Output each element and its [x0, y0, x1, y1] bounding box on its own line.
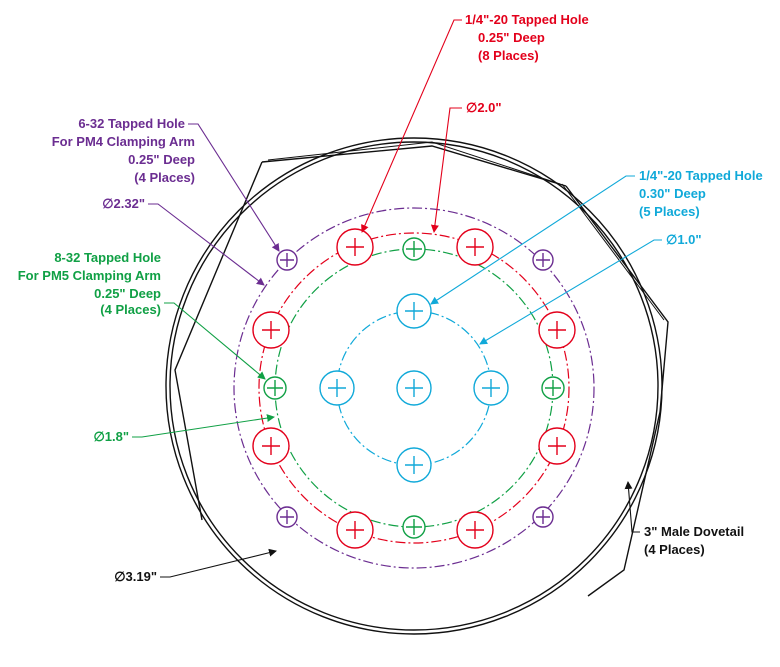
cyan-hole — [396, 447, 432, 483]
red-hole-leader — [361, 19, 462, 233]
green-hole-leader — [164, 302, 266, 380]
red-hole — [252, 427, 290, 465]
purple-dia-label: ∅2.32" — [102, 196, 145, 211]
red-dia-label: ∅2.0" — [466, 100, 502, 115]
green-hole — [402, 515, 426, 539]
cyan-dia-label: ∅1.0" — [666, 232, 702, 247]
cyan-hole-label: 1/4"-20 Tapped Hole 0.30" Deep (5 Places… — [639, 168, 763, 219]
red-hole — [252, 311, 290, 349]
green-dia-leader — [132, 414, 275, 438]
green-holes — [263, 237, 565, 539]
outer-dia-label: ∅3.19" — [114, 569, 157, 584]
dovetail-bottom-right — [587, 411, 661, 597]
green-hole-label-line2: For PM5 Clamping Arm — [18, 268, 161, 283]
purple-hole-label-line3: 0.25" Deep — [128, 152, 195, 167]
purple-hole — [532, 249, 554, 271]
purple-hole — [276, 249, 298, 271]
purple-holes — [276, 249, 554, 528]
dovetail-label-line2: (4 Places) — [644, 542, 705, 557]
red-holes — [252, 228, 576, 549]
red-hole — [538, 311, 576, 349]
cyan-hole — [319, 370, 355, 406]
green-hole-label-line3: 0.25" Deep — [94, 286, 161, 301]
cyan-hole — [396, 293, 432, 329]
purple-hole-label-line2: For PM4 Clamping Arm — [52, 134, 195, 149]
purple-hole-label: 6-32 Tapped Hole For PM4 Clamping Arm 0.… — [52, 116, 195, 185]
purple-dia-leader — [148, 203, 265, 286]
cyan-hole — [396, 370, 432, 406]
green-dia-label: ∅1.8" — [93, 429, 129, 444]
green-hole — [263, 376, 287, 400]
red-dia-leader — [430, 107, 462, 233]
dovetail-faces — [174, 141, 669, 597]
cyan-hole-leader — [430, 175, 635, 305]
red-hole — [456, 228, 494, 266]
cyan-hole-label-line3: (5 Places) — [639, 204, 700, 219]
cyan-hole-label-line2: 0.30" Deep — [639, 186, 706, 201]
dovetail-leader — [624, 481, 640, 533]
cyan-holes — [319, 293, 509, 483]
purple-hole — [532, 506, 554, 528]
red-hole-label-line1: 1/4"-20 Tapped Hole — [465, 12, 589, 27]
green-hole-label-line1: 8-32 Tapped Hole — [54, 250, 161, 265]
red-hole — [336, 511, 374, 549]
red-bolt-circle — [258, 232, 570, 544]
purple-hole-label-line4: (4 Places) — [134, 170, 195, 185]
green-hole — [402, 237, 426, 261]
red-hole-label-line2: 0.25" Deep — [478, 30, 545, 45]
dovetail-label-line1: 3" Male Dovetail — [644, 524, 744, 539]
dovetail-top-inner — [267, 141, 561, 185]
red-hole — [538, 427, 576, 465]
red-hole-label-line3: (8 Places) — [478, 48, 539, 63]
purple-hole-label-line1: 6-32 Tapped Hole — [78, 116, 185, 131]
outer-dia-leader — [160, 548, 277, 578]
green-hole-label-line4: (4 Places) — [100, 302, 161, 317]
red-hole-label: 1/4"-20 Tapped Hole 0.25" Deep (8 Places… — [465, 12, 589, 63]
red-hole — [336, 228, 374, 266]
cyan-hole — [473, 370, 509, 406]
cyan-hole-label-line1: 1/4"-20 Tapped Hole — [639, 168, 763, 183]
dovetail-left — [174, 161, 263, 521]
dovetail-right — [565, 185, 669, 413]
dovetail-label: 3" Male Dovetail (4 Places) — [644, 524, 744, 557]
dovetail-top — [261, 145, 567, 187]
purple-bolt-circle — [233, 207, 595, 569]
leaders — [132, 19, 662, 578]
outer-circle-inner — [169, 141, 659, 631]
purple-hole-leader — [188, 123, 280, 252]
cyan-dia-leader — [479, 239, 662, 345]
green-hole — [541, 376, 565, 400]
red-hole — [456, 511, 494, 549]
green-hole-label: 8-32 Tapped Hole For PM5 Clamping Arm 0.… — [18, 250, 161, 317]
purple-hole — [276, 506, 298, 528]
